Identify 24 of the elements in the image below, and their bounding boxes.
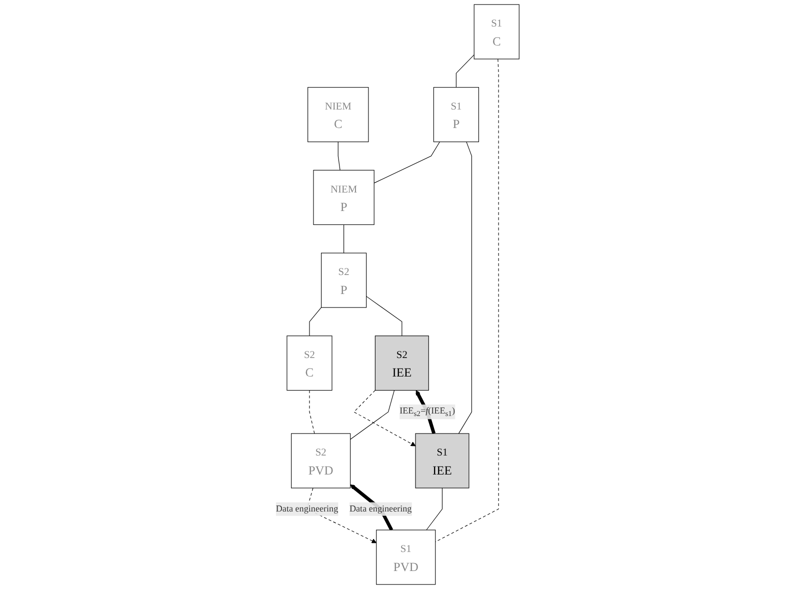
connector: [338, 142, 340, 170]
node-box: S2 P: [321, 252, 367, 308]
connector: [435, 58, 499, 542]
node-box: NIEM C: [308, 87, 369, 142]
node-box: S1 PVD: [376, 530, 436, 585]
node-box: S1 IEE: [415, 433, 470, 488]
node-box: S2 IEE: [374, 336, 429, 391]
connector: [366, 296, 402, 336]
node-box: NIEM P: [313, 170, 374, 225]
node-box: S1 C: [474, 4, 520, 60]
node-box: S1 P: [433, 87, 479, 142]
node-box: S2 C: [286, 336, 332, 391]
connector: [309, 307, 322, 336]
connector: [458, 142, 472, 434]
connector: [350, 390, 395, 440]
connector: [309, 390, 315, 434]
edge-label: IEE$_{s2}$=f(IEE$_{s1}$): [400, 406, 455, 418]
connector: [374, 142, 440, 184]
arrow: [353, 390, 416, 446]
edge-label: Data engineering: [276, 504, 338, 514]
node-box: S2 PVD: [291, 433, 351, 488]
connector: [456, 54, 474, 88]
connector: [426, 488, 443, 530]
edge-label: Data engineering: [349, 504, 412, 514]
